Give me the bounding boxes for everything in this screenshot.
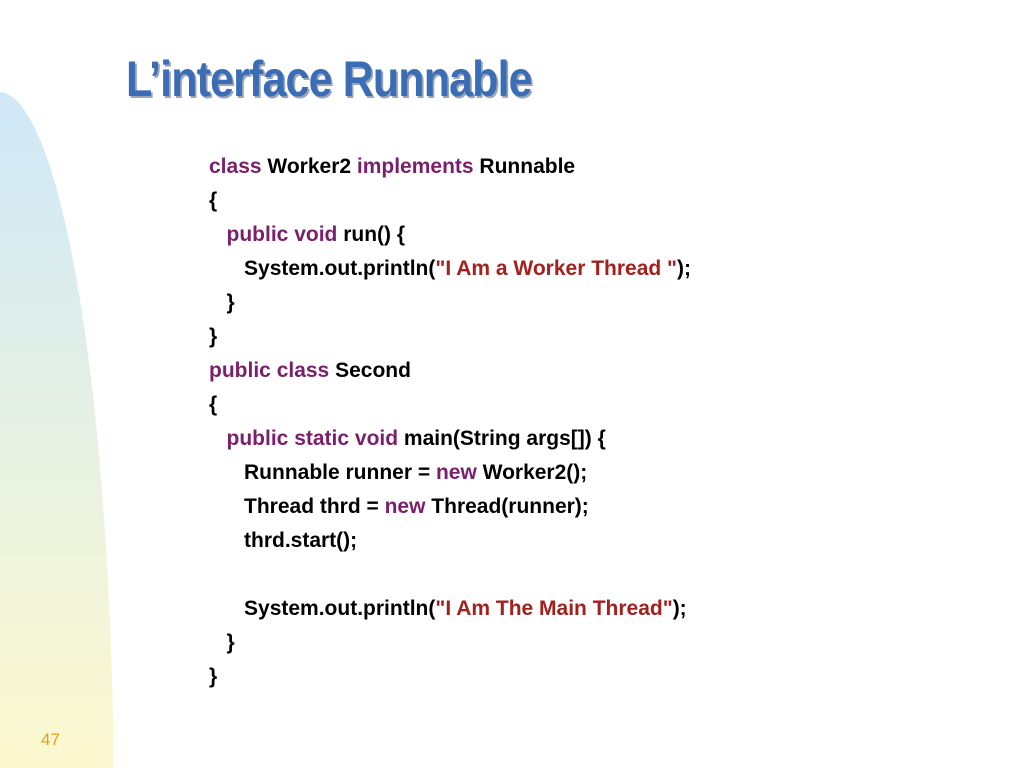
page-number: 47 bbox=[41, 730, 60, 749]
code-text: ); bbox=[672, 597, 687, 620]
code-line: public class Second bbox=[209, 354, 691, 388]
slide-title: L’interface Runnable bbox=[126, 51, 533, 107]
code-text: ); bbox=[677, 257, 692, 280]
code-text: } bbox=[209, 291, 235, 314]
code-block: class Worker2 implements Runnable { publi… bbox=[209, 150, 691, 694]
code-text: System.out.println( bbox=[209, 597, 436, 620]
code-line: Runnable runner = new Worker2(); bbox=[209, 456, 691, 490]
code-string: "I Am a Worker Thread " bbox=[435, 257, 678, 280]
code-keyword: void bbox=[294, 223, 338, 246]
code-line: System.out.println("I Am a Worker Thread… bbox=[209, 252, 691, 286]
code-string: "I Am The Main Thread" bbox=[435, 597, 673, 620]
code-text: { bbox=[209, 189, 218, 212]
code-keyword: class bbox=[209, 155, 262, 178]
code-text: Runnable runner = bbox=[209, 461, 436, 484]
code-line: { bbox=[209, 388, 691, 422]
code-text: Runnable bbox=[473, 155, 576, 178]
code-text bbox=[209, 427, 227, 450]
code-line: } bbox=[209, 286, 691, 320]
code-text: main(String args[]) { bbox=[398, 427, 606, 450]
code-text: } bbox=[209, 631, 235, 654]
code-line: public static void main(String args[]) { bbox=[209, 422, 691, 456]
code-line: } bbox=[209, 660, 691, 694]
code-line: public void run() { bbox=[209, 218, 691, 252]
code-line bbox=[209, 558, 691, 592]
code-keyword: implements bbox=[356, 155, 474, 178]
code-text bbox=[209, 223, 227, 246]
code-keyword: class bbox=[276, 359, 330, 382]
code-line: Thread thrd = new Thread(runner); bbox=[209, 490, 691, 524]
code-keyword: new bbox=[435, 461, 477, 484]
code-keyword: new bbox=[384, 495, 426, 518]
code-line: thrd.start(); bbox=[209, 524, 691, 558]
code-text: thrd.start(); bbox=[209, 529, 358, 552]
code-keyword: public bbox=[226, 223, 289, 246]
code-text: Second bbox=[329, 359, 411, 382]
code-keyword: static bbox=[294, 427, 350, 450]
code-line: { bbox=[209, 184, 691, 218]
code-line: class Worker2 implements Runnable bbox=[209, 150, 691, 184]
code-text: Thread(runner); bbox=[425, 495, 589, 518]
code-text: Worker2 bbox=[261, 155, 357, 178]
code-keyword: void bbox=[354, 427, 399, 450]
code-text: } bbox=[209, 325, 218, 348]
code-keyword: public bbox=[226, 427, 289, 450]
code-line: } bbox=[209, 626, 691, 660]
code-line: } bbox=[209, 320, 691, 354]
code-text: } bbox=[209, 665, 218, 688]
code-text: Worker2(); bbox=[476, 461, 588, 484]
code-text: Thread thrd = bbox=[209, 495, 385, 518]
code-text: { bbox=[209, 393, 218, 416]
code-text: System.out.println( bbox=[209, 257, 436, 280]
code-text: run() { bbox=[337, 223, 406, 246]
code-keyword: public bbox=[209, 359, 271, 382]
code-line: System.out.println("I Am The Main Thread… bbox=[209, 592, 691, 626]
